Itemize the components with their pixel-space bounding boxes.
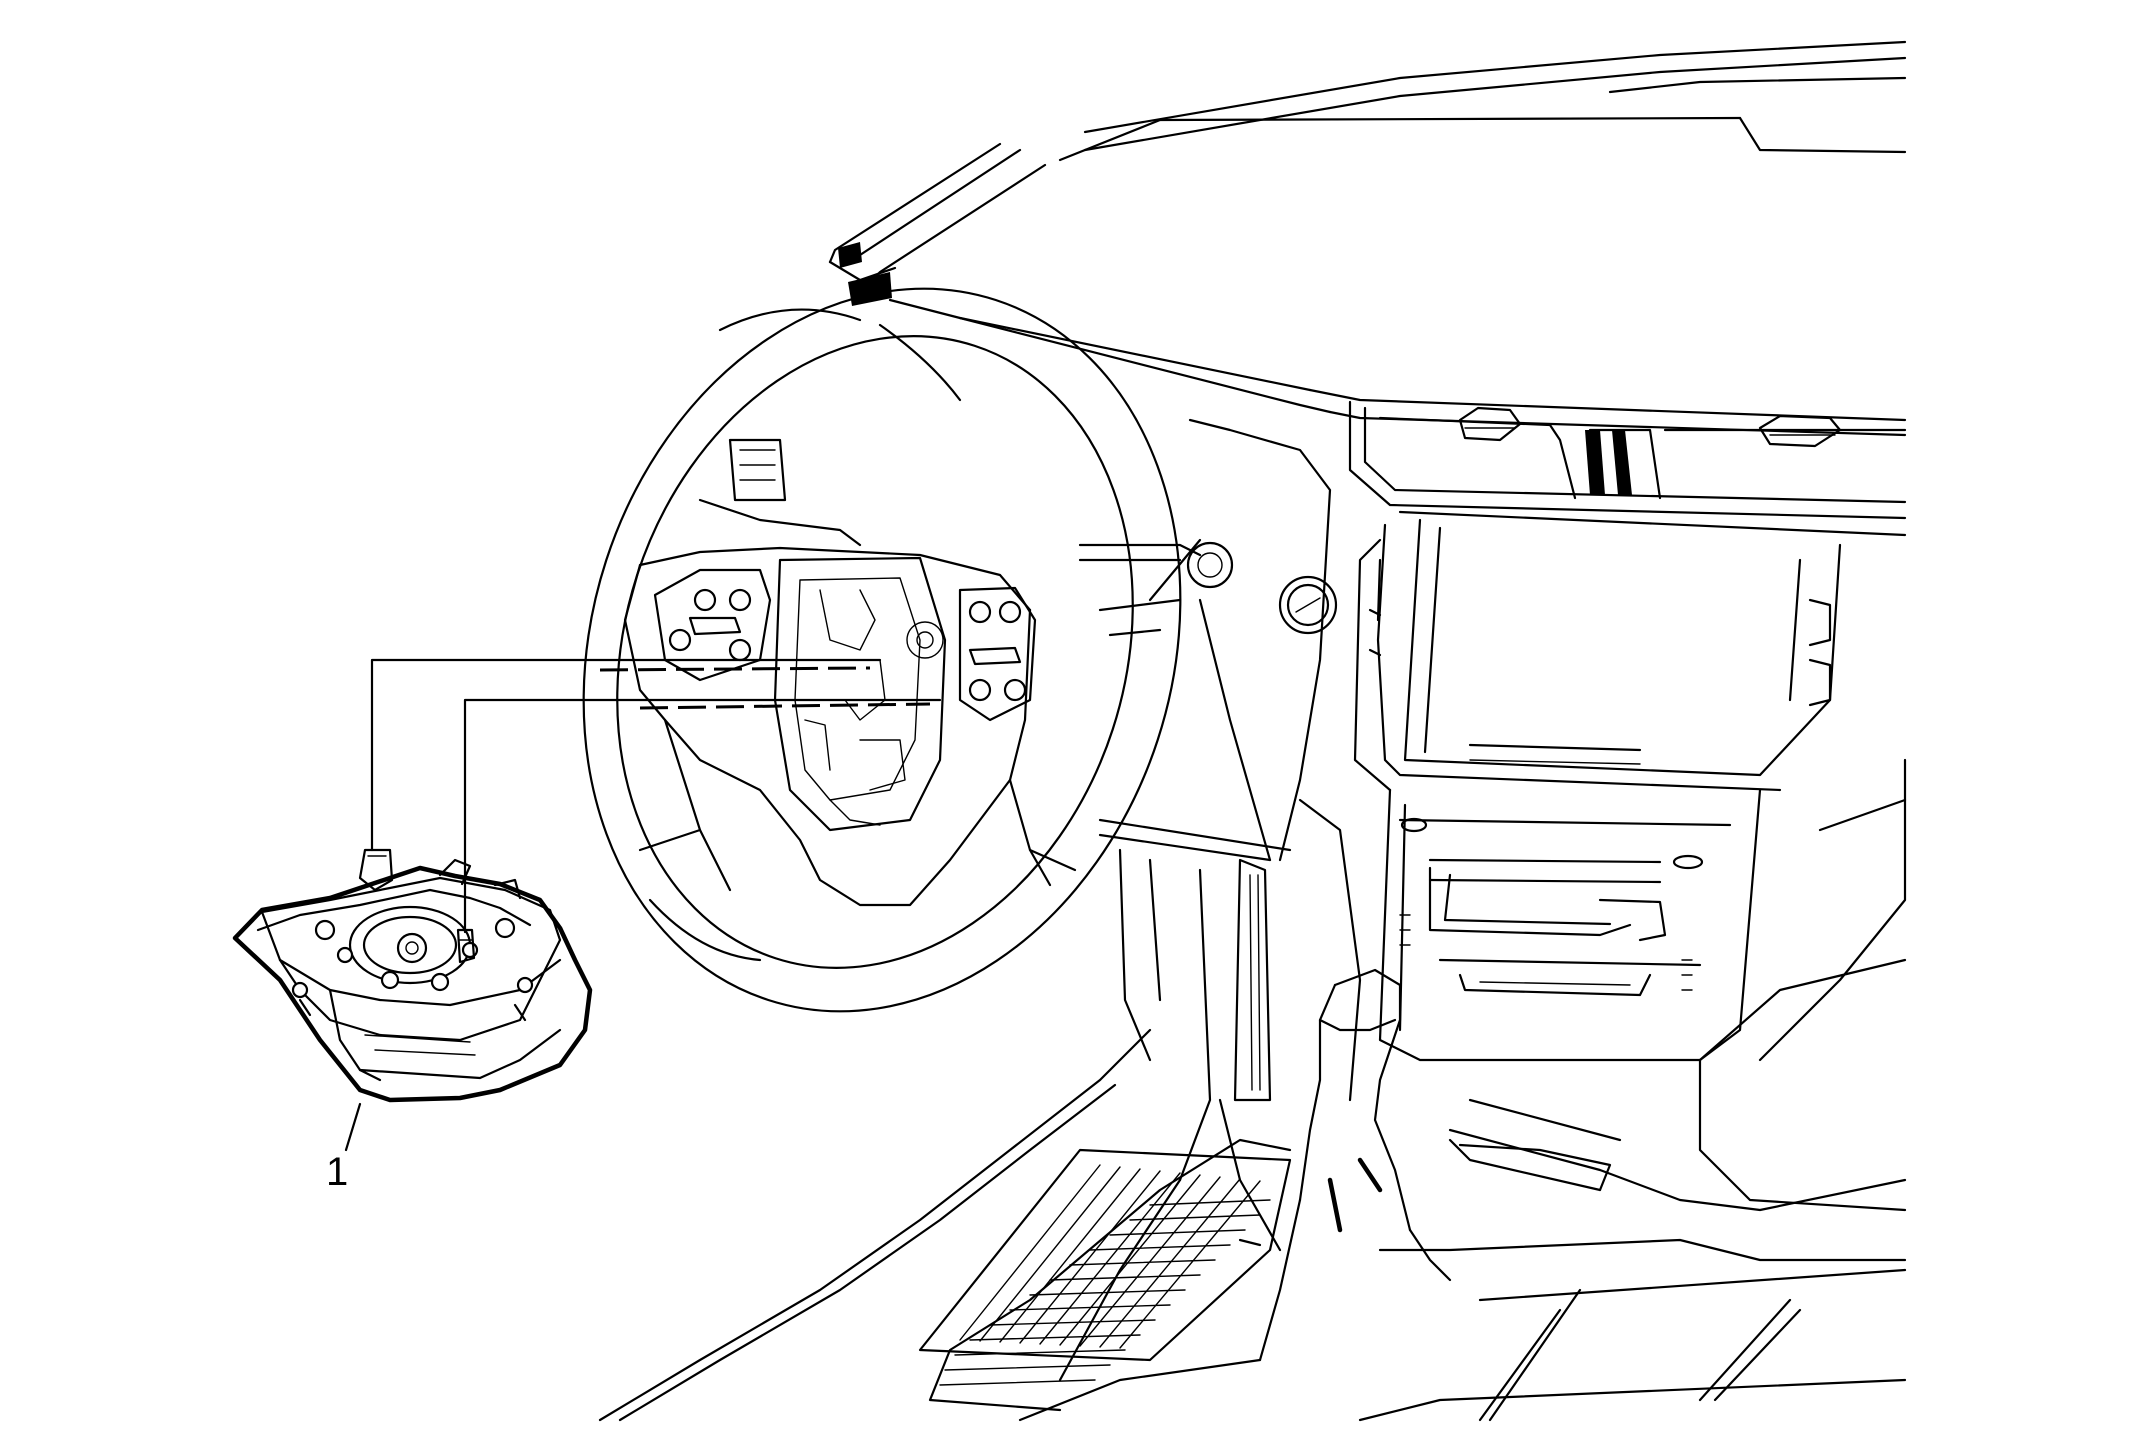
center-display-screen [1353, 510, 1907, 792]
center-air-vents [1348, 400, 1907, 520]
center-console [918, 758, 1907, 1422]
floor-mat [598, 1028, 1292, 1422]
engine-start-button [1278, 575, 1338, 635]
windshield-and-dash-top [828, 40, 1907, 437]
airbag-module [232, 848, 593, 1103]
connector-leader-lines [370, 658, 942, 934]
lower-dash-panel [1098, 418, 1362, 1102]
callout-number-1: 1 [326, 1150, 349, 1194]
radio-control-panel [1378, 788, 1762, 1062]
callout-1-leader [344, 1102, 362, 1152]
steering-wheel [582, 287, 1234, 1013]
